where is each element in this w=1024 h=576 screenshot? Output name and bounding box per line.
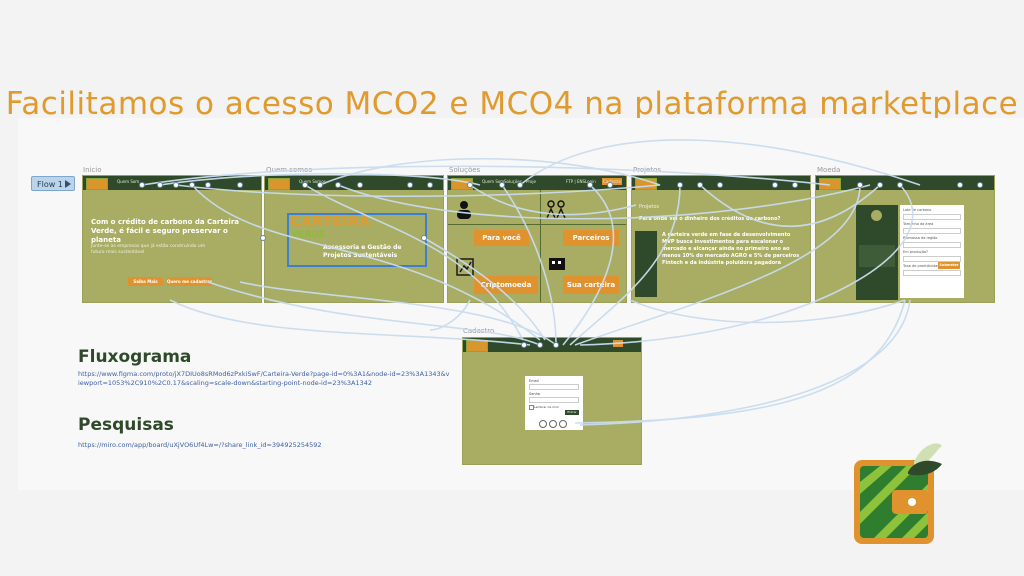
balance-box (859, 245, 895, 267)
nav-link[interactable]: FTP | ENS (566, 179, 586, 184)
frame-inicio[interactable]: Quem Som Com o crédito de carbono da Car… (82, 175, 262, 303)
tagline: Assessoria e Gestão de Projetos Sustentá… (323, 244, 402, 259)
logo-icon (451, 178, 473, 190)
social-login-icon[interactable] (539, 420, 547, 428)
fluxograma-heading: Fluxograma (78, 347, 192, 367)
flow-label: Flow 1 (37, 180, 63, 189)
submit-button[interactable]: Submeter (938, 262, 960, 269)
pesquisas-link[interactable]: https://miro.com/app/board/uXjVO6Uf4Lw=/… (78, 441, 322, 449)
hero-headline: Com o crédito de carbono da Carteira Ver… (91, 218, 239, 244)
social-login-icon[interactable] (559, 420, 567, 428)
nav-link[interactable]: Soluções (504, 179, 522, 184)
logo-icon (819, 178, 841, 190)
form-field-label: Biomassa da região (903, 236, 938, 240)
cadastrar-button[interactable]: Quero me cadastrar (167, 277, 212, 286)
hero-subtext: Junte-se às empresas que já estão constr… (91, 244, 206, 255)
question-heading: Para onde vai o dinheiro dos créditos de… (639, 216, 781, 222)
wallet-card (856, 205, 898, 300)
logo-icon (466, 340, 488, 352)
frame-quem-somos[interactable]: Quem Somos CARTEIRA VERDE Assessoria e G… (264, 175, 444, 303)
frame-label-quem-somos: Quem somos (266, 166, 312, 174)
form-field-input[interactable] (903, 242, 961, 248)
login-card: Email Senha Lembrar de mim Entrar (525, 376, 583, 430)
frame-cadastro[interactable]: Email Senha Lembrar de mim Entrar (462, 337, 642, 465)
brand-name-secondary: VERDE (291, 230, 325, 240)
flow-start-tag[interactable]: Flow 1 (31, 176, 75, 191)
form-field-label: Em produção? (903, 250, 928, 254)
frame-moeda[interactable]: Lote de carbono Tamanho da área Biomassa… (815, 175, 995, 303)
nav-link[interactable]: Cadastro (602, 178, 622, 185)
nav-bar: Quem Som (83, 176, 261, 190)
password-label: Senha (529, 392, 540, 396)
play-icon[interactable] (65, 180, 71, 188)
nav-bar: Quem Somos (265, 176, 443, 190)
nav-link[interactable]: Quem Som (482, 179, 505, 184)
form-field-input[interactable] (903, 214, 961, 220)
form-field-label: Lote de carbono (903, 208, 932, 212)
remember-label: Lembrar de mim (534, 405, 559, 409)
form-field-label: Tamanho da área (903, 222, 934, 226)
login-button[interactable]: Entrar (565, 410, 579, 415)
section-label: Projetos (639, 204, 660, 210)
wallet-icon (549, 258, 565, 270)
frame-label-cadastro: Cadastro (463, 327, 495, 335)
logo-icon (635, 178, 657, 190)
nav-bar: Quem Som Soluções Proje FTP | ENS Login … (448, 176, 626, 190)
frame-label-projetos: Projetos (633, 166, 662, 174)
logo-icon (86, 178, 108, 190)
avatar (871, 210, 882, 221)
nav-link[interactable]: Login (585, 179, 596, 184)
frame-label-inicio: Inicio (83, 166, 102, 174)
email-label: Email (529, 379, 539, 383)
email-field[interactable] (529, 384, 579, 390)
tile-criptomoeda[interactable]: Criptomoeda (474, 276, 538, 294)
saiba-mais-button[interactable]: Saiba Mais (128, 277, 163, 286)
partners-icon (546, 200, 566, 219)
nav-bar (816, 176, 994, 190)
nav-link[interactable]: Quem Som (117, 179, 140, 184)
carteira-verde-logo-icon (854, 443, 942, 544)
nav-link[interactable]: Proje (526, 179, 536, 184)
chart-icon (456, 258, 474, 276)
form-field-label: Taxa de produtividade (903, 264, 942, 268)
pesquisas-heading: Pesquisas (78, 415, 174, 435)
nav-cta[interactable] (613, 340, 623, 347)
form-field-input[interactable] (903, 228, 961, 234)
social-login-icon[interactable] (549, 420, 557, 428)
divider (448, 224, 626, 225)
nav-bar (463, 338, 641, 352)
divider (540, 190, 541, 302)
frame-label-solucoes: Soluções (449, 166, 481, 174)
password-field[interactable] (529, 397, 579, 403)
project-body: A carteira verde em fase de desenvolvime… (662, 232, 800, 266)
tile-sua-carteira[interactable]: Sua carteira (563, 276, 619, 294)
frame-projetos[interactable]: Projetos Para onde vai o dinheiro dos cr… (631, 175, 811, 303)
person-icon (457, 201, 471, 219)
frame-label-moeda: Moeda (817, 166, 841, 174)
lot-form: Lote de carbono Tamanho da área Biomassa… (900, 205, 964, 298)
frame-solucoes[interactable]: Quem Som Soluções Proje FTP | ENS Login … (447, 175, 627, 303)
nav-bar (632, 176, 810, 190)
accent-block (635, 231, 657, 297)
page-title: Facilitamos o acesso MCO2 e MCO4 na plat… (5, 86, 1019, 122)
logo-icon (268, 178, 290, 190)
fluxograma-link[interactable]: https://www.figma.com/proto/jX7DIUo8sRMo… (78, 370, 450, 387)
remember-checkbox[interactable] (529, 405, 534, 410)
tile-parceiros[interactable]: Parceiros (563, 230, 619, 246)
brand-name: CARTEIRA (291, 215, 371, 230)
tile-para-voce[interactable]: Para você (474, 230, 529, 246)
form-field-input[interactable] (903, 270, 961, 276)
nav-link[interactable]: Quem Somos (299, 179, 326, 184)
